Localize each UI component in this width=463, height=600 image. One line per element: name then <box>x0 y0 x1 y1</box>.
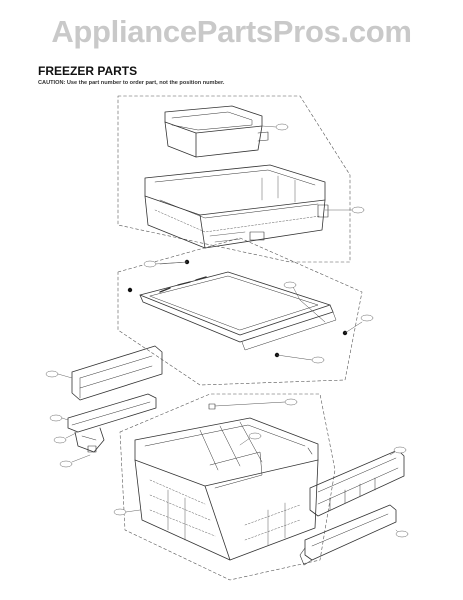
lower-assembly-outline <box>120 394 335 580</box>
lower-freezer-basket <box>135 418 318 560</box>
callout-c14 <box>394 447 406 453</box>
callout-c5 <box>312 357 324 363</box>
upper-freezer-drawer <box>145 165 328 248</box>
page-title: FREEZER PARTS <box>38 64 138 78</box>
callout-c4 <box>284 282 296 288</box>
shelf-screws <box>127 259 348 358</box>
callout-c6 <box>361 315 373 321</box>
caution-note: CAUTION: Use the part number to order pa… <box>38 80 225 86</box>
callout-c8 <box>50 415 62 421</box>
callout-c12 <box>249 433 261 439</box>
left-slide-rail <box>72 346 162 400</box>
middle-assembly-outline <box>118 238 362 385</box>
callout-c9 <box>54 437 66 443</box>
callout-c7 <box>46 371 58 377</box>
small-top-bin <box>165 106 268 157</box>
top-assembly-outline <box>118 96 350 262</box>
callout-c13 <box>114 509 126 515</box>
small-clip <box>209 402 312 454</box>
right-rail-lower <box>300 505 396 565</box>
right-rail-cover-upper <box>310 450 404 516</box>
callout-c2 <box>352 207 364 213</box>
site-watermark: AppliancePartsPros.com <box>51 14 412 49</box>
assembly-outlines <box>118 96 362 580</box>
freezer-shelf-tray <box>140 272 336 350</box>
callout-c10 <box>60 461 72 467</box>
callout-c11 <box>285 399 297 405</box>
left-bracket <box>68 394 156 452</box>
callouts <box>46 124 408 537</box>
callout-c3 <box>144 261 156 267</box>
callout-c15 <box>396 531 408 537</box>
callout-c1 <box>276 124 288 130</box>
